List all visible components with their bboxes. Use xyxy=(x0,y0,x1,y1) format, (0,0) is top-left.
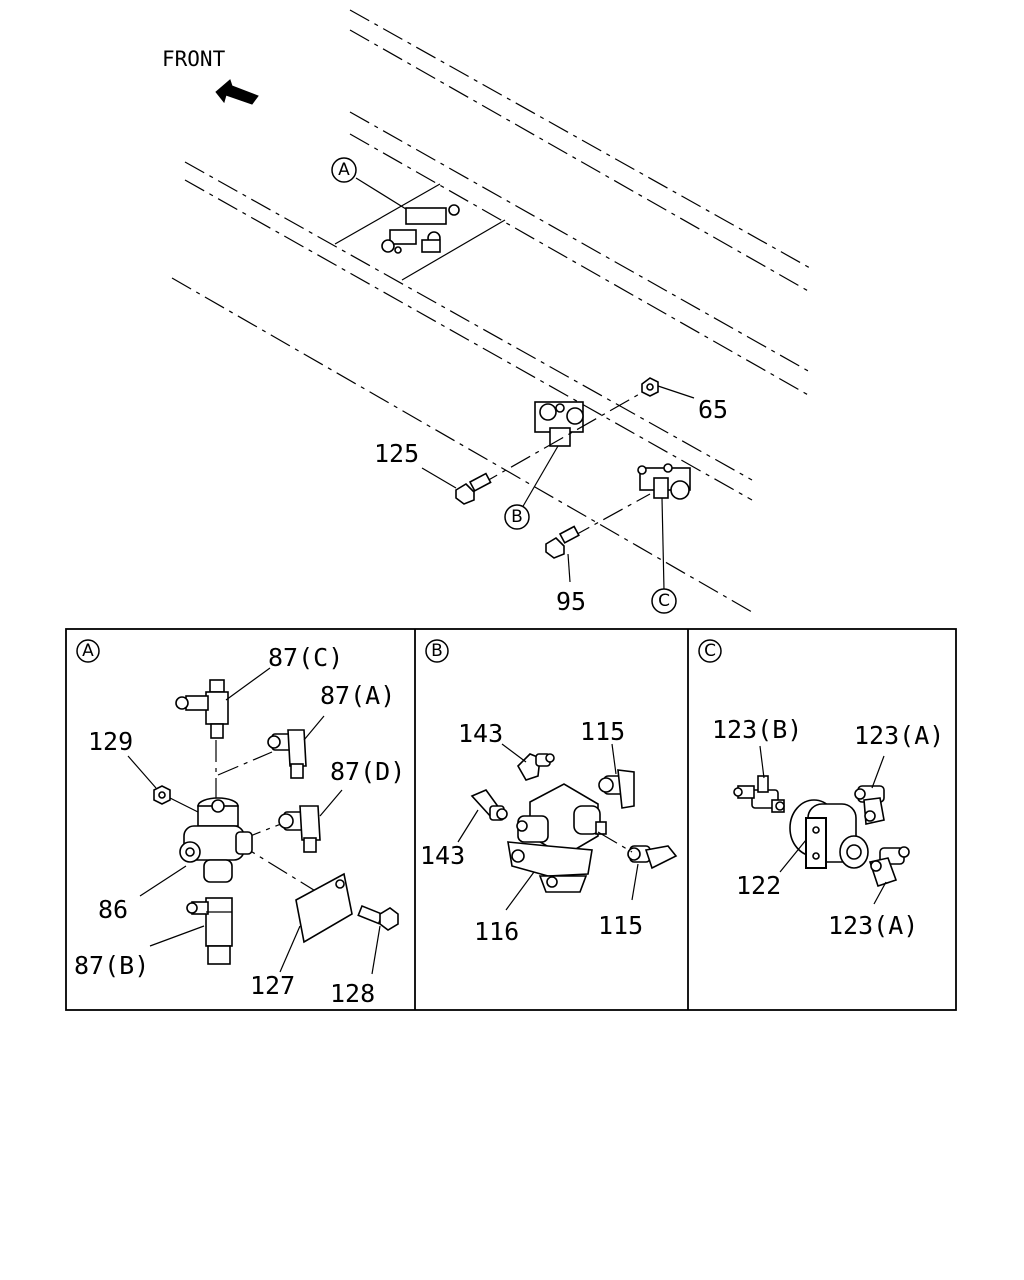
frame-rails xyxy=(171,9,811,613)
panel-c: C 123(B) 123(A) xyxy=(698,639,944,940)
label-123a-bottom: 123(A) xyxy=(828,911,918,940)
label-87d: 87(D) xyxy=(330,757,405,786)
callout-c-overview xyxy=(651,588,677,614)
callout-a-panel-text: A xyxy=(82,641,94,661)
label-125: 125 xyxy=(374,439,419,468)
label-116: 116 xyxy=(474,917,519,946)
detail-frame xyxy=(65,628,957,1011)
label-127: 127 xyxy=(250,971,295,1000)
label-115-bottom: 115 xyxy=(598,911,643,940)
fitting-123b xyxy=(733,775,785,813)
label-87a: 87(A) xyxy=(320,681,395,710)
fitting-87a xyxy=(267,729,307,779)
bolt-128 xyxy=(357,904,399,931)
label-87c: 87(C) xyxy=(268,643,343,672)
fitting-87b xyxy=(186,897,233,965)
label-87b: 87(B) xyxy=(74,951,149,980)
valve-122 xyxy=(789,799,869,869)
label-123b: 123(B) xyxy=(712,715,802,744)
front-arrow-icon xyxy=(215,79,259,105)
callout-b-overview-text: B xyxy=(511,507,523,527)
nut-129 xyxy=(153,785,171,805)
label-122: 122 xyxy=(736,871,781,900)
fitting-123a-bottom xyxy=(868,846,910,888)
callout-c-panel-text: C xyxy=(704,641,716,661)
fitting-115-top xyxy=(598,769,635,809)
label-143-top: 143 xyxy=(458,719,503,748)
fitting-87d xyxy=(278,805,321,853)
callout-a-panel xyxy=(76,639,100,663)
callout-b-panel-text: B xyxy=(431,641,443,661)
callout-b-overview xyxy=(504,504,530,530)
panel-a: A 87(C) 87(A) xyxy=(74,639,405,1008)
fitting-123a-top xyxy=(854,785,885,825)
callout-c-panel xyxy=(698,639,722,663)
fitting-87c xyxy=(175,679,229,739)
fitting-143-left xyxy=(470,789,508,821)
overview-valve-a xyxy=(355,177,460,254)
fitting-143-top xyxy=(517,753,555,781)
overview-valve-b xyxy=(534,401,584,447)
bolt-125 xyxy=(455,472,492,505)
body-86 xyxy=(179,797,253,883)
label-128: 128 xyxy=(330,979,375,1008)
label-123a-top: 123(A) xyxy=(854,721,944,750)
label-115-top: 115 xyxy=(580,717,625,746)
callout-b-panel xyxy=(425,639,449,663)
plate-127 xyxy=(295,872,353,944)
nut-65 xyxy=(641,377,659,397)
panel-b: B 143 115 143 xyxy=(420,639,678,946)
callout-a-overview xyxy=(331,157,357,183)
label-95: 95 xyxy=(556,587,586,616)
callout-a-overview-text: A xyxy=(338,160,350,180)
label-65: 65 xyxy=(698,395,728,424)
callout-c-overview-text: C xyxy=(658,591,670,611)
fitting-115-bottom xyxy=(627,845,678,870)
bolt-95 xyxy=(545,525,580,559)
front-label: FRONT xyxy=(162,47,226,71)
label-129: 129 xyxy=(88,727,133,756)
label-143-left: 143 xyxy=(420,841,465,870)
label-86: 86 xyxy=(98,895,128,924)
overview-valve-c xyxy=(637,463,691,500)
valve-116 xyxy=(507,783,607,893)
